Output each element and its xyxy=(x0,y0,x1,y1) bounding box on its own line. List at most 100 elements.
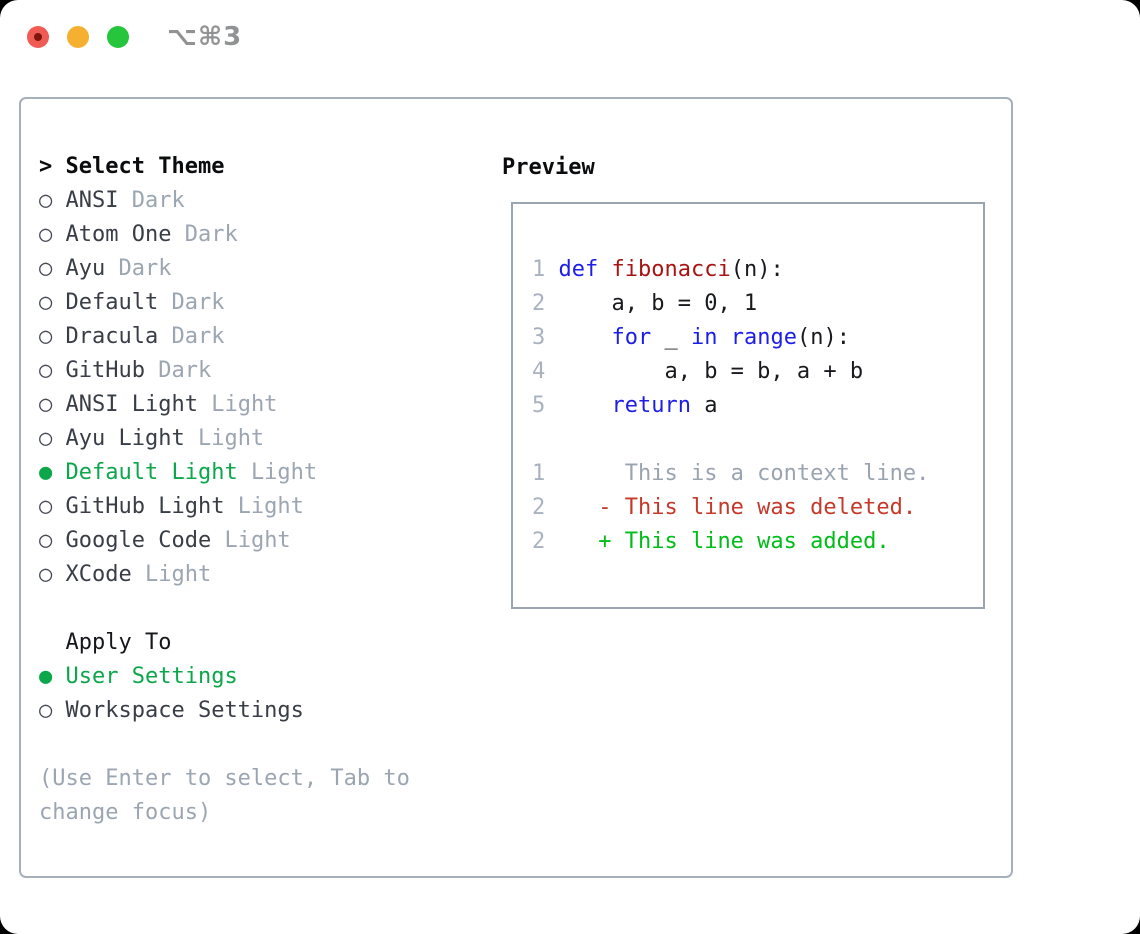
radio-off-icon: ○ xyxy=(39,290,66,315)
theme-option[interactable]: ○ XCode Light xyxy=(39,558,410,592)
apply-to-option[interactable]: ● User Settings xyxy=(39,660,410,694)
theme-option-variant: Dark xyxy=(131,188,185,213)
radio-off-icon: ○ xyxy=(39,528,66,553)
code-token xyxy=(559,325,612,350)
theme-option-label: GitHub xyxy=(65,358,159,383)
theme-option-variant: Dark xyxy=(171,290,225,315)
radio-off-icon: ○ xyxy=(39,698,66,723)
theme-option-label: XCode xyxy=(65,562,145,587)
code-token: + This line was added. xyxy=(558,529,890,554)
apply-to-option[interactable]: ○ Workspace Settings xyxy=(39,694,410,728)
radio-off-icon: ○ xyxy=(39,256,66,281)
radio-off-icon: ○ xyxy=(39,188,66,213)
indent xyxy=(39,630,66,655)
line-number: 1 xyxy=(532,461,559,486)
zoom-button[interactable] xyxy=(107,26,129,48)
theme-list-header: > Select Theme xyxy=(39,150,410,184)
apply-to-option-label: Workspace Settings xyxy=(65,698,304,723)
line-number: 5 xyxy=(532,393,559,418)
theme-option-variant: Light xyxy=(144,562,212,587)
theme-option-variant: Light xyxy=(250,460,318,485)
diff-line: 1 This is a context line. xyxy=(532,457,983,491)
theme-option[interactable]: ○ Dracula Dark xyxy=(39,320,410,354)
theme-option-variant: Light xyxy=(237,494,304,519)
apply-to-option-label: User Settings xyxy=(65,664,238,689)
theme-selector-column: > Select Theme○ ANSI Dark○ Atom One Dark… xyxy=(39,150,410,830)
code-token xyxy=(598,257,611,282)
code-token xyxy=(559,393,612,418)
line-number: 3 xyxy=(532,325,559,350)
diff-line: 2 - This line was deleted. xyxy=(532,491,983,525)
theme-option-label: Atom One xyxy=(65,222,185,247)
code-line: 4 a, b = b, a + b xyxy=(532,355,983,389)
theme-option-variant: Dark xyxy=(118,256,172,281)
theme-option[interactable]: ○ Ayu Dark xyxy=(39,252,410,286)
spacer-row xyxy=(39,728,410,762)
line-number: 1 xyxy=(532,257,559,282)
code-token: (n): xyxy=(796,325,850,350)
theme-option-variant: Dark xyxy=(158,358,212,383)
theme-option-label: Ayu xyxy=(65,256,119,281)
hint-text: (Use Enter to select, Tab to xyxy=(39,762,410,796)
line-number: 2 xyxy=(532,529,559,554)
theme-option[interactable]: ○ ANSI Dark xyxy=(39,184,410,218)
code-token: def xyxy=(558,257,599,282)
line-number: 4 xyxy=(532,359,559,384)
theme-option[interactable]: ● Default Light Light xyxy=(39,456,410,490)
blank-line xyxy=(532,423,983,457)
radio-off-icon: ○ xyxy=(39,562,66,587)
theme-option-variant: Dark xyxy=(184,222,238,247)
hint-text: change focus) xyxy=(39,796,410,830)
theme-option-variant: Light xyxy=(197,426,265,451)
code-line: 1 def fibonacci(n): xyxy=(532,253,983,287)
theme-option[interactable]: ○ GitHub Dark xyxy=(39,354,410,388)
line-number: 2 xyxy=(532,291,559,316)
hint-line: change focus) xyxy=(39,800,212,825)
theme-option-label: Google Code xyxy=(65,528,225,553)
theme-option-label: Dracula xyxy=(65,324,172,349)
theme-option-label: ANSI Light xyxy=(65,392,212,417)
cursor-icon: > xyxy=(39,154,66,179)
radio-off-icon: ○ xyxy=(39,494,66,519)
code-token: range xyxy=(730,325,797,350)
theme-option-label: Default xyxy=(65,290,172,315)
code-line: 3 for _ in range(n): xyxy=(532,321,983,355)
titlebar xyxy=(27,26,129,48)
code-token: return xyxy=(611,393,691,418)
theme-option-label: GitHub Light xyxy=(65,494,238,519)
theme-option[interactable]: ○ Ayu Light Light xyxy=(39,422,410,456)
theme-option[interactable]: ○ Default Dark xyxy=(39,286,410,320)
theme-option[interactable]: ○ ANSI Light Light xyxy=(39,388,410,422)
radio-off-icon: ○ xyxy=(39,426,66,451)
theme-option[interactable]: ○ GitHub Light Light xyxy=(39,490,410,524)
apply-to-header: Apply To xyxy=(39,626,410,660)
diff-line: 2 + This line was added. xyxy=(532,525,983,559)
minimize-button[interactable] xyxy=(67,26,89,48)
code-line: 2 a, b = 0, 1 xyxy=(532,287,983,321)
theme-option-variant: Light xyxy=(224,528,291,553)
code-token: for xyxy=(611,325,652,350)
close-button[interactable] xyxy=(27,26,49,48)
code-token: a, b = b, a + b xyxy=(558,359,864,384)
theme-option[interactable]: ○ Google Code Light xyxy=(39,524,410,558)
line-number: 2 xyxy=(532,495,559,520)
code-token: a xyxy=(690,393,718,418)
code-token: This is a context line. xyxy=(558,461,930,486)
preview-title: Preview xyxy=(502,155,595,180)
theme-option[interactable]: ○ Atom One Dark xyxy=(39,218,410,252)
radio-off-icon: ○ xyxy=(39,358,66,383)
apply-to-title: Apply To xyxy=(65,630,172,655)
window-shortcut-label: ⌥⌘3 xyxy=(167,22,243,52)
theme-option-label: Default Light xyxy=(65,460,251,485)
theme-option-variant: Light xyxy=(211,392,278,417)
code-token: a, b = 0, 1 xyxy=(558,291,758,316)
main-panel: > Select Theme○ ANSI Dark○ Atom One Dark… xyxy=(19,97,1013,878)
radio-on-icon: ● xyxy=(39,664,66,689)
theme-list-title: Select Theme xyxy=(65,154,225,179)
theme-option-label: Ayu Light xyxy=(65,426,198,451)
code-token: in xyxy=(690,325,718,350)
code-token: fibonacci xyxy=(611,257,731,282)
